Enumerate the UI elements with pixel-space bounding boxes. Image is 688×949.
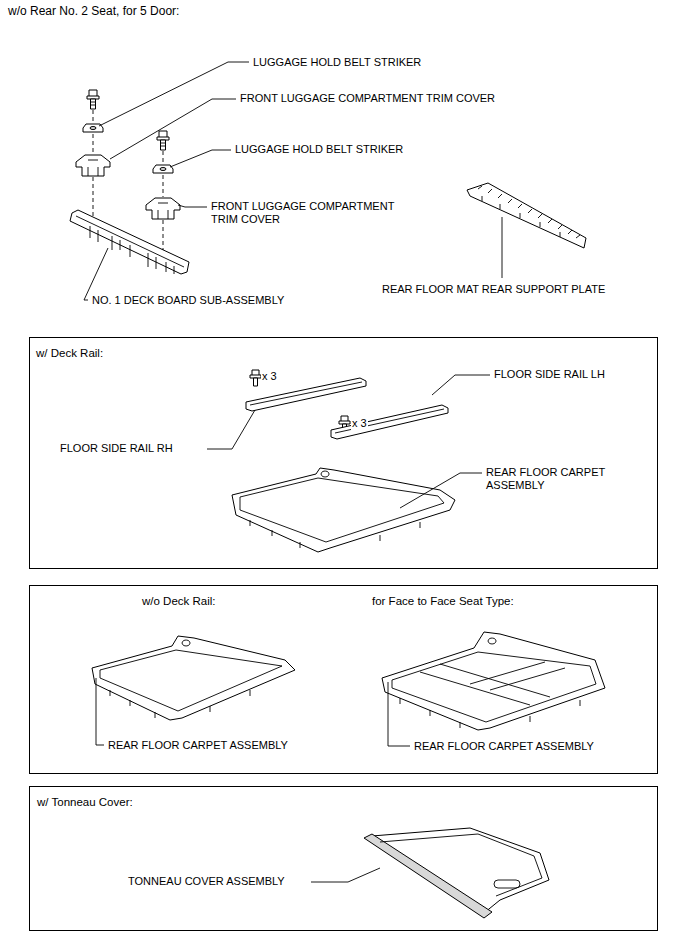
floor-side-rail xyxy=(331,405,448,439)
bolt xyxy=(161,140,166,150)
part-name: LUGGAGE HOLD BELT STRIKER xyxy=(252,56,422,69)
leader-line xyxy=(432,375,490,395)
support-plate xyxy=(478,186,580,238)
leader-line xyxy=(96,678,104,745)
panel-heading: w/ Deck Rail: xyxy=(36,347,103,359)
rear-floor-carpet xyxy=(382,632,605,730)
bolt xyxy=(254,378,258,386)
tonneau-cover xyxy=(494,880,520,888)
floor-side-rail xyxy=(250,382,362,405)
deck-board xyxy=(70,210,189,274)
striker xyxy=(90,127,96,130)
rear-floor-carpet xyxy=(232,468,455,552)
leader-line xyxy=(207,410,255,449)
quantity-note: x 3 xyxy=(351,417,368,430)
floor-side-rail xyxy=(335,409,444,433)
tonneau-cover xyxy=(364,834,492,918)
deck-board xyxy=(90,226,174,274)
floor-side-rail xyxy=(331,405,448,439)
leader-line xyxy=(178,205,207,207)
leader-line xyxy=(502,217,503,278)
rear-floor-carpet xyxy=(420,638,565,705)
striker xyxy=(153,165,173,173)
rear-floor-carpet xyxy=(100,650,282,711)
part-name: NO. 1 DECK BOARD SUB-ASSEMBLY xyxy=(91,294,285,307)
part-name: FRONT LUGGAGE COMPARTMENT TRIM COVER xyxy=(239,92,496,105)
part-name: FRONT LUGGAGE COMPARTMENT TRIM COVER xyxy=(210,200,424,226)
rear-floor-carpet xyxy=(240,478,444,542)
rear-floor-carpet xyxy=(382,632,605,730)
leader-line xyxy=(311,868,380,882)
support-plate xyxy=(467,183,586,248)
rear-floor-carpet xyxy=(92,636,295,720)
trim-cover xyxy=(146,198,180,219)
deck-board xyxy=(76,216,184,267)
rear-floor-carpet xyxy=(250,471,420,548)
leader-line xyxy=(84,248,108,300)
leader-line xyxy=(84,62,502,882)
part-name: TONNEAU COVER ASSEMBLY xyxy=(127,875,286,888)
bolt xyxy=(157,131,169,150)
leader-line xyxy=(388,682,410,746)
rear-floor-carpet xyxy=(110,640,250,718)
rear-floor-carpet xyxy=(232,468,455,552)
panel-heading: for Face to Face Seat Type: xyxy=(372,595,514,607)
panel-heading: w/o Deck Rail: xyxy=(142,595,216,607)
trim-cover xyxy=(76,155,110,176)
striker xyxy=(153,165,173,173)
part-name: REAR FLOOR CARPET ASSEMBLY xyxy=(485,466,627,492)
part-name: REAR FLOOR CARPET ASSEMBLY xyxy=(413,740,595,753)
part-name: REAR FLOOR MAT REAR SUPPORT PLATE xyxy=(381,283,606,296)
panel-heading: w/ Tonneau Cover: xyxy=(37,796,133,808)
bolt xyxy=(91,99,96,109)
leader-line xyxy=(400,473,482,508)
leader-line xyxy=(170,150,231,167)
trim-cover xyxy=(88,160,98,176)
part-name: FLOOR SIDE RAIL RH xyxy=(59,442,174,455)
trim-cover xyxy=(76,155,110,176)
option-panel: w/ Tonneau Cover: xyxy=(29,786,658,931)
part-name: FLOOR SIDE RAIL LH xyxy=(493,368,606,381)
bolt xyxy=(87,90,99,109)
striker xyxy=(160,168,166,171)
tonneau-cover xyxy=(364,828,549,918)
quantity-note: x 3 xyxy=(261,370,278,383)
part-name: REAR FLOOR CARPET ASSEMBLY xyxy=(107,739,289,752)
part-name: LUGGAGE HOLD BELT STRIKER xyxy=(234,143,404,156)
bolt xyxy=(91,102,96,105)
rear-floor-carpet xyxy=(400,698,580,728)
rear-floor-carpet xyxy=(92,636,295,720)
bolt xyxy=(161,143,166,146)
leader-line xyxy=(99,62,249,126)
rear-floor-carpet xyxy=(392,652,596,722)
support-plate xyxy=(482,196,560,237)
tonneau-cover xyxy=(380,834,542,896)
trim-cover xyxy=(146,198,180,219)
trim-cover xyxy=(158,203,168,219)
page-title: w/o Rear No. 2 Seat, for 5 Door: xyxy=(8,4,179,18)
support-plate xyxy=(467,183,586,248)
deck-board xyxy=(70,210,189,274)
bolt xyxy=(250,370,261,386)
